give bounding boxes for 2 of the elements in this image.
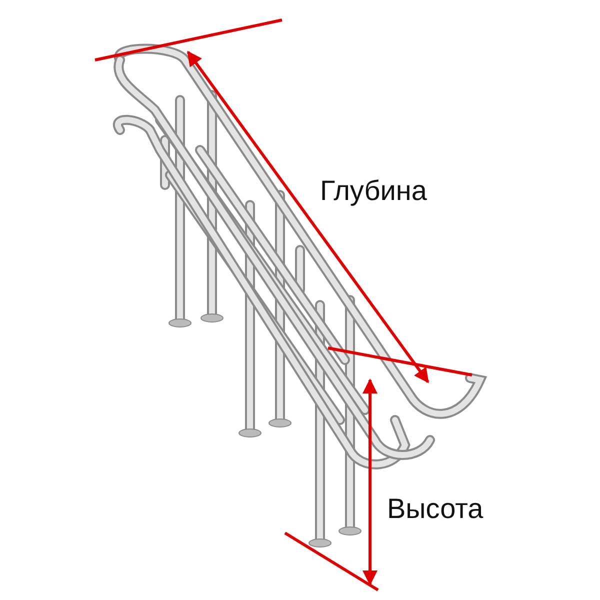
dimension-label: Высота [387,493,484,525]
dimension-label: Глубина [320,175,427,207]
